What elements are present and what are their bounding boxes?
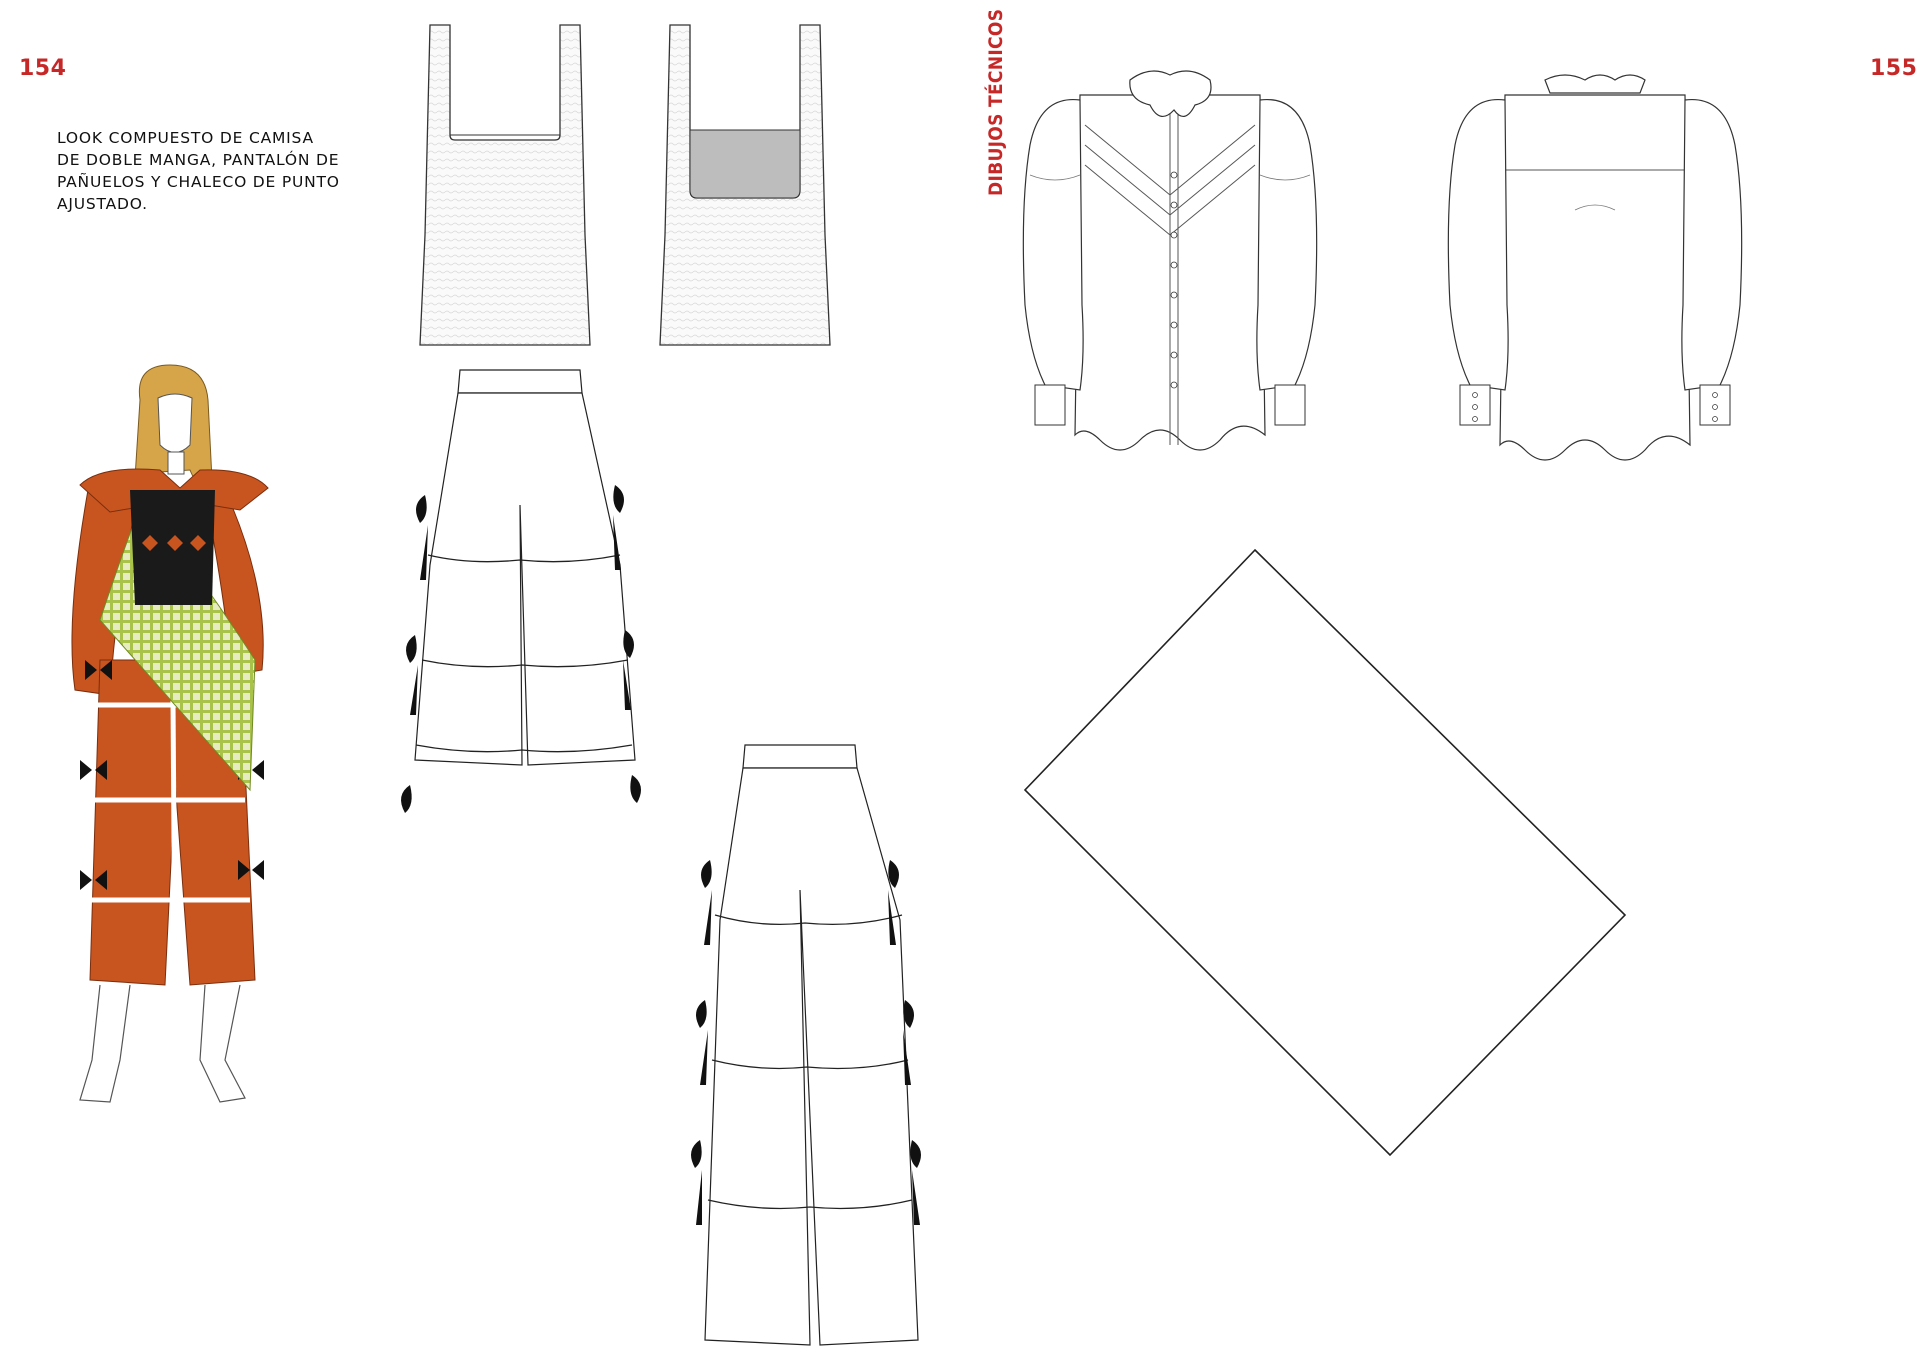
trousers-back-drawing [691,744,921,1346]
caption-line: DE DOBLE MANGA, PANTALÓN DE [57,151,340,169]
face [157,393,193,453]
fashion-illustration [71,364,269,1103]
caption-line: AJUSTADO. [57,195,148,213]
shirt-front-drawing [1022,70,1318,451]
caption-line: PAÑUELOS Y CHALECO DE PUNTO [57,173,340,191]
shirt-back-drawing [1447,74,1743,461]
look-description: LOOK COMPUESTO DE CAMISA DE DOBLE MANGA,… [57,127,357,215]
page-number-right: 155 [1870,56,1918,81]
scarf-outline-drawing [1023,548,1627,1157]
trousers-front-drawing [401,369,641,813]
legs [79,984,246,1103]
vest-front-drawing [419,24,591,346]
page-number-left: 154 [19,56,67,81]
caption-line: LOOK COMPUESTO DE CAMISA [57,129,314,147]
vest-back-drawing [659,24,831,346]
